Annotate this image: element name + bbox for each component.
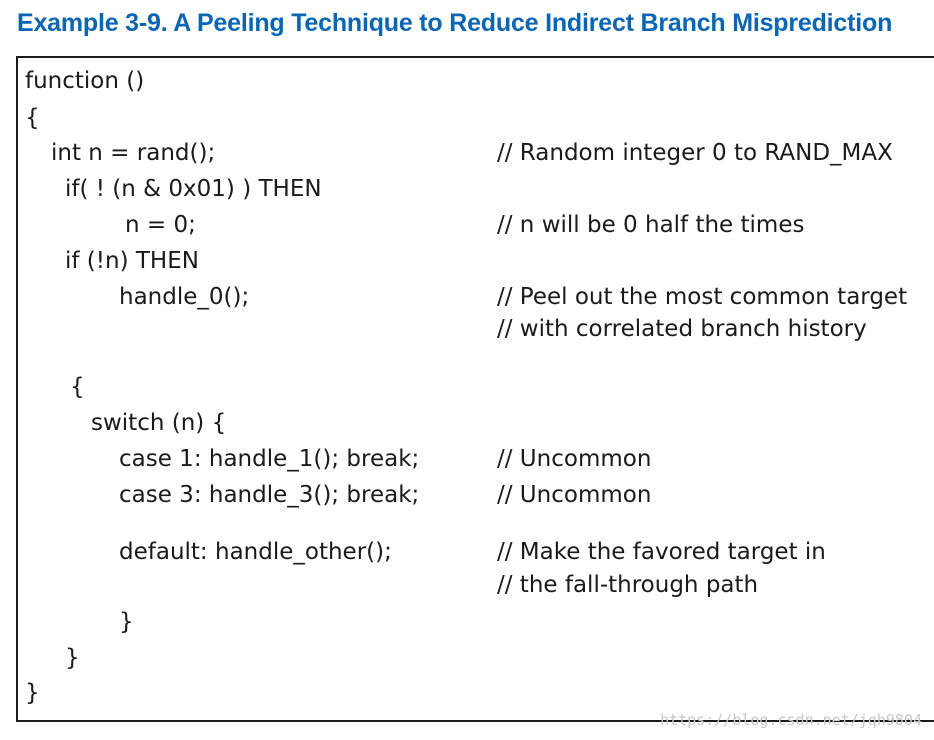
code-listing-box	[16, 56, 934, 722]
code-line: default: handle_other();	[119, 539, 392, 565]
code-line: int n = rand();	[51, 140, 216, 166]
code-line: }	[119, 609, 134, 635]
code-line: handle_0();	[119, 284, 250, 310]
code-comment: // with correlated branch history	[497, 316, 867, 342]
code-line: {	[25, 105, 40, 131]
code-line: if( ! (n & 0x01) ) THEN	[65, 176, 322, 202]
code-line: case 3: handle_3(); break;	[119, 482, 420, 508]
code-comment: // n will be 0 half the times	[497, 212, 805, 238]
code-line: switch (n) {	[91, 410, 227, 436]
code-line: case 1: handle_1(); break;	[119, 446, 420, 472]
code-comment: // the fall-through path	[497, 572, 759, 598]
code-line: function ()	[25, 68, 145, 94]
example-title: Example 3-9. A Peeling Technique to Redu…	[17, 9, 893, 37]
code-line: n = 0;	[125, 212, 196, 238]
code-line: }	[65, 645, 80, 671]
code-comment: // Uncommon	[497, 446, 652, 472]
code-line: }	[25, 680, 40, 706]
code-comment: // Make the favored target in	[497, 539, 826, 565]
code-comment: // Peel out the most common target	[497, 284, 908, 310]
code-line: {	[70, 374, 85, 400]
code-comment: // Uncommon	[497, 482, 652, 508]
watermark-text: https://blog.csdn.net/jqh9804	[660, 711, 922, 729]
code-comment: // Random integer 0 to RAND_MAX	[497, 140, 893, 166]
code-line: if (!n) THEN	[65, 248, 199, 274]
